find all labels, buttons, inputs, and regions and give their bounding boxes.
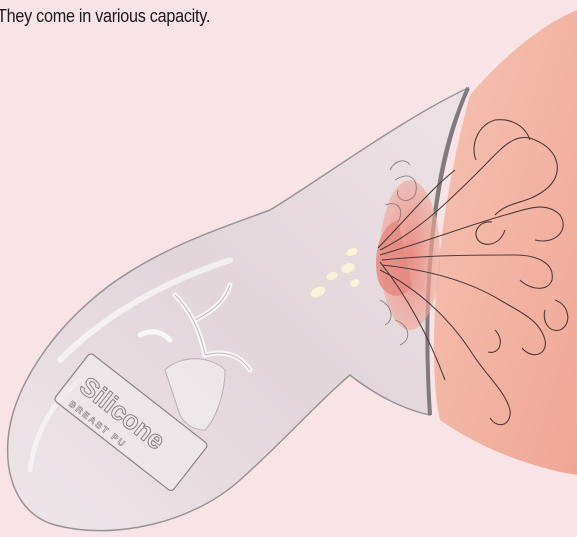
breast-shape [434,10,577,475]
